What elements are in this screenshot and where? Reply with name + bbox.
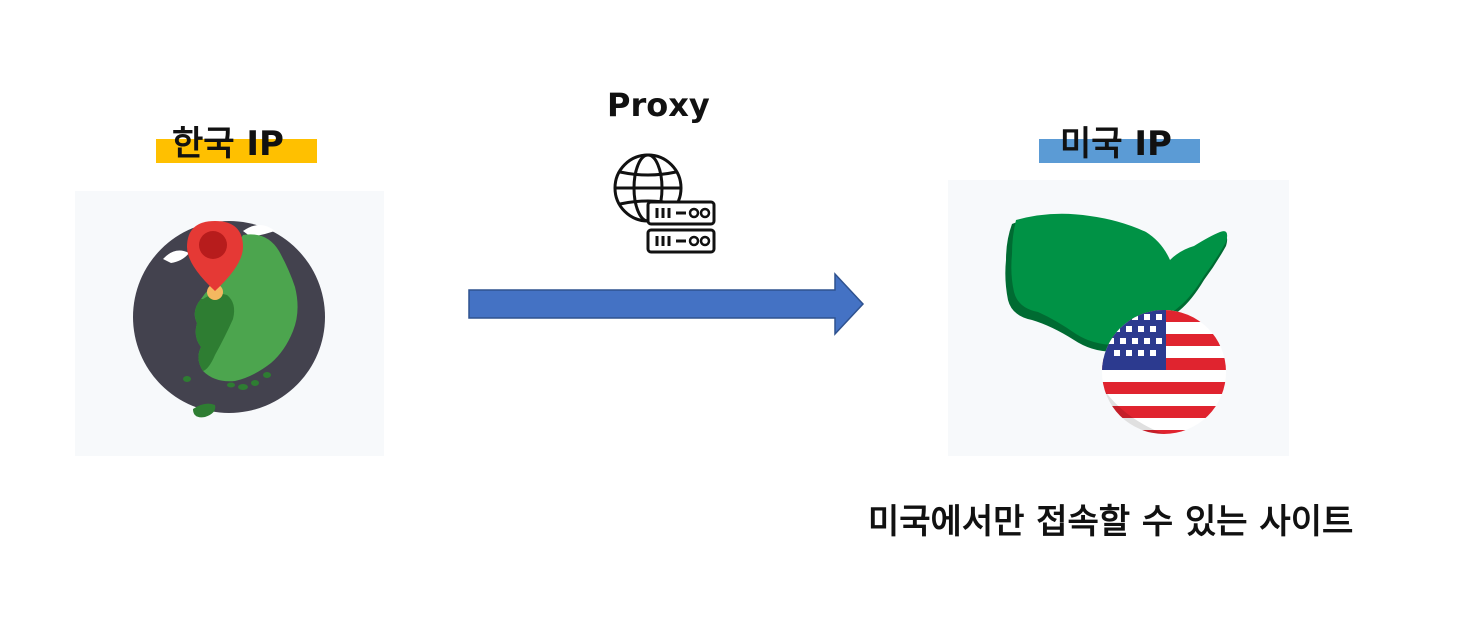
korea-globe-pin-icon xyxy=(133,221,325,418)
right-arrow xyxy=(468,272,865,336)
usa-ip-text: 미국 IP xyxy=(1060,124,1172,164)
korea-ip-highlight xyxy=(156,139,317,163)
proxy-label: Proxy xyxy=(607,86,710,124)
us-only-site-caption: 미국에서만 접속할 수 있는 사이트 xyxy=(868,502,1354,542)
proxy-server-globe-icon xyxy=(613,153,716,254)
korea-ip-text: 한국 IP xyxy=(172,124,284,164)
usa-map-flag-icon xyxy=(1005,213,1228,434)
usa-ip-highlight xyxy=(1039,139,1200,163)
